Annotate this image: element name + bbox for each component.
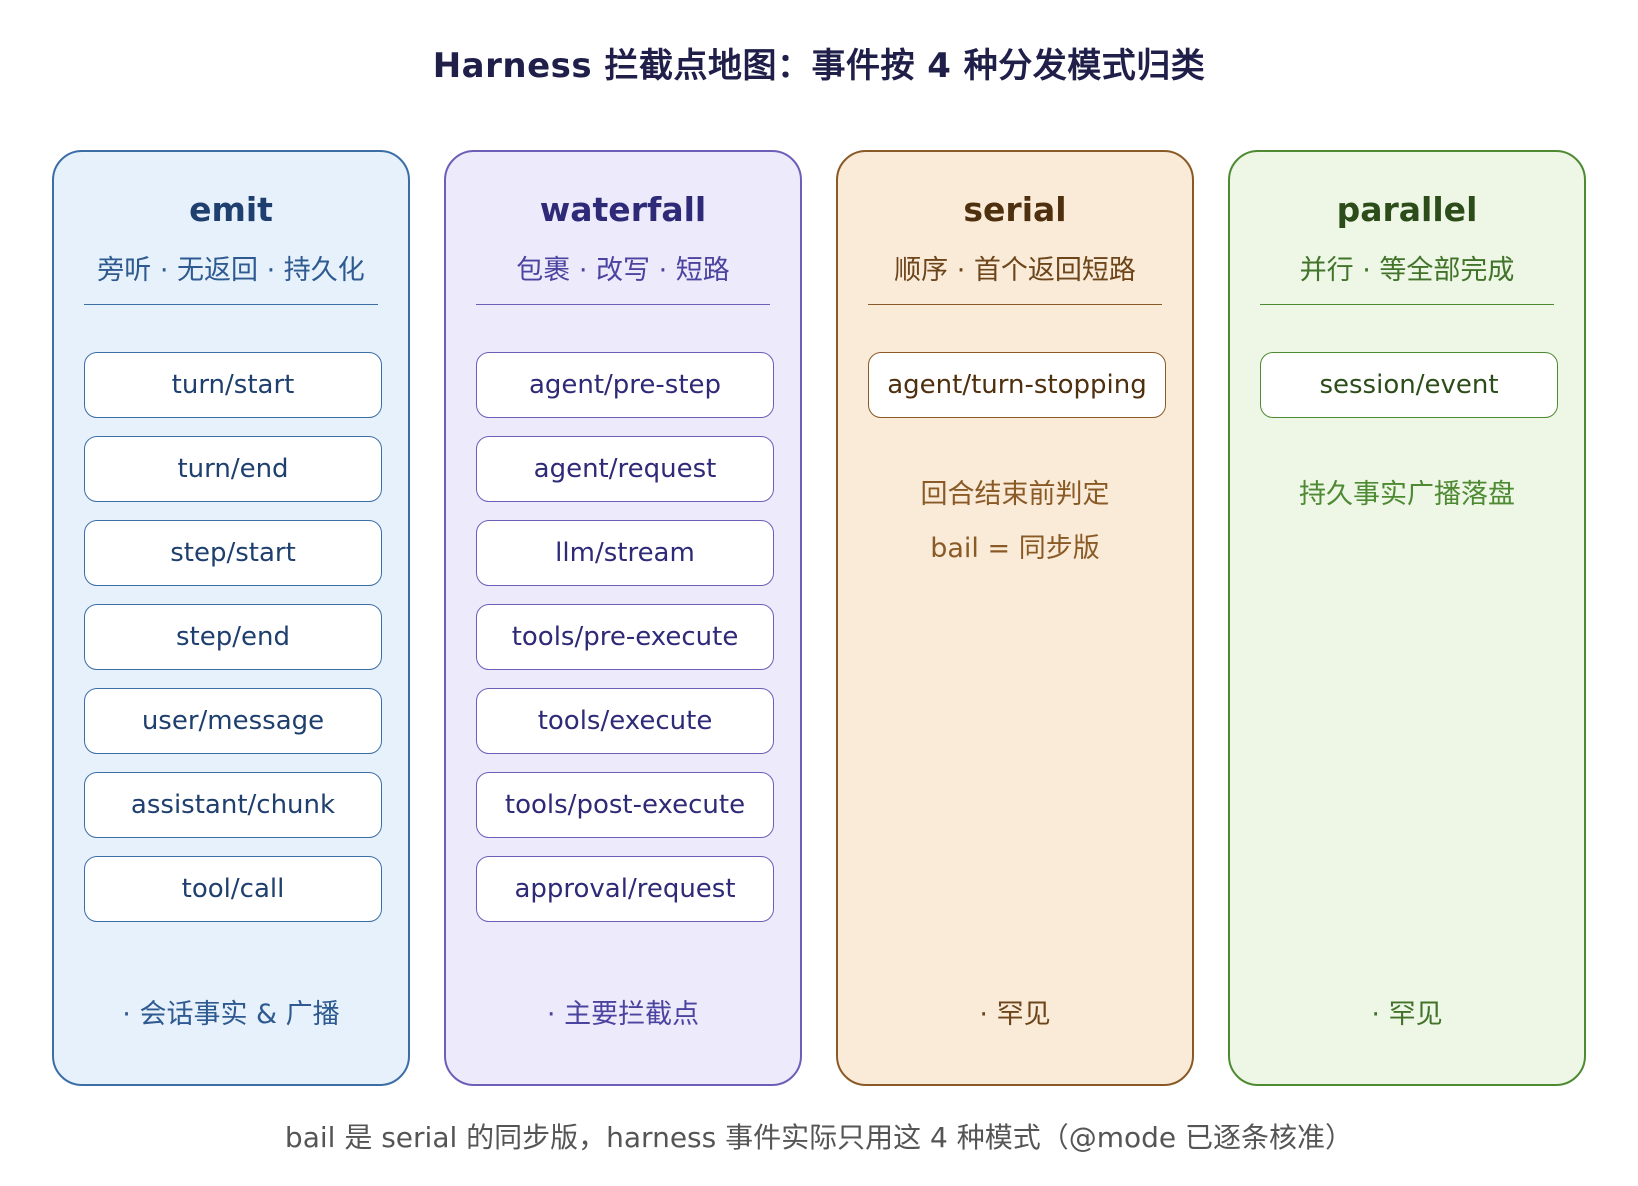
event-pill: llm/stream bbox=[476, 520, 774, 586]
event-pill: agent/request bbox=[476, 436, 774, 502]
event-pill: user/message bbox=[84, 688, 382, 754]
panel-footer-note: · 主要拦截点 bbox=[546, 999, 700, 1030]
diagram-title: Harness 拦截点地图：事件按 4 种分发模式归类 bbox=[432, 46, 1206, 86]
event-pill: session/event bbox=[1260, 352, 1558, 418]
event-pill: approval/request bbox=[476, 856, 774, 922]
panel-emit: emit 旁听 · 无返回 · 持久化 turn/start turn/end … bbox=[52, 150, 410, 1086]
panel-heading: waterfall bbox=[539, 190, 707, 229]
panel-subtitle: 包裹 · 改写 · 短路 bbox=[516, 255, 730, 286]
panel-note: bail = 同步版 bbox=[930, 533, 1100, 564]
event-pill: step/start bbox=[84, 520, 382, 586]
panel-subtitle: 旁听 · 无返回 · 持久化 bbox=[97, 255, 365, 286]
panel-divider bbox=[84, 304, 378, 305]
panel-footer-note: · 会话事实 & 广播 bbox=[122, 999, 340, 1030]
panel-subtitle: 顺序 · 首个返回短路 bbox=[894, 255, 1136, 286]
event-pill: turn/start bbox=[84, 352, 382, 418]
panel-divider bbox=[868, 304, 1162, 305]
event-pill: assistant/chunk bbox=[84, 772, 382, 838]
panel-waterfall: waterfall 包裹 · 改写 · 短路 agent/pre-step ag… bbox=[444, 150, 802, 1086]
event-pill: step/end bbox=[84, 604, 382, 670]
event-pill: tools/execute bbox=[476, 688, 774, 754]
panel-note: 回合结束前判定 bbox=[920, 479, 1110, 510]
event-pill: agent/turn-stopping bbox=[868, 352, 1166, 418]
event-pill: turn/end bbox=[84, 436, 382, 502]
panel-parallel: parallel 并行 · 等全部完成 session/event 持久事实广播… bbox=[1228, 150, 1586, 1086]
panel-divider bbox=[476, 304, 770, 305]
panel-heading: serial bbox=[963, 190, 1067, 229]
event-pill: agent/pre-step bbox=[476, 352, 774, 418]
panel-heading: parallel bbox=[1336, 190, 1478, 229]
panel-divider bbox=[1260, 304, 1554, 305]
panel-serial: serial 顺序 · 首个返回短路 agent/turn-stopping 回… bbox=[836, 150, 1194, 1086]
event-pill: tools/post-execute bbox=[476, 772, 774, 838]
event-pill: tool/call bbox=[84, 856, 382, 922]
panel-footer-note: · 罕见 bbox=[1371, 999, 1443, 1030]
panel-footer-note: · 罕见 bbox=[979, 999, 1051, 1030]
event-pill: tools/pre-execute bbox=[476, 604, 774, 670]
panel-note: 持久事实广播落盘 bbox=[1299, 479, 1515, 510]
panel-subtitle: 并行 · 等全部完成 bbox=[1299, 255, 1515, 286]
diagram-caption: bail 是 serial 的同步版，harness 事件实际只用这 4 种模式… bbox=[284, 1121, 1354, 1154]
panel-heading: emit bbox=[189, 190, 273, 229]
